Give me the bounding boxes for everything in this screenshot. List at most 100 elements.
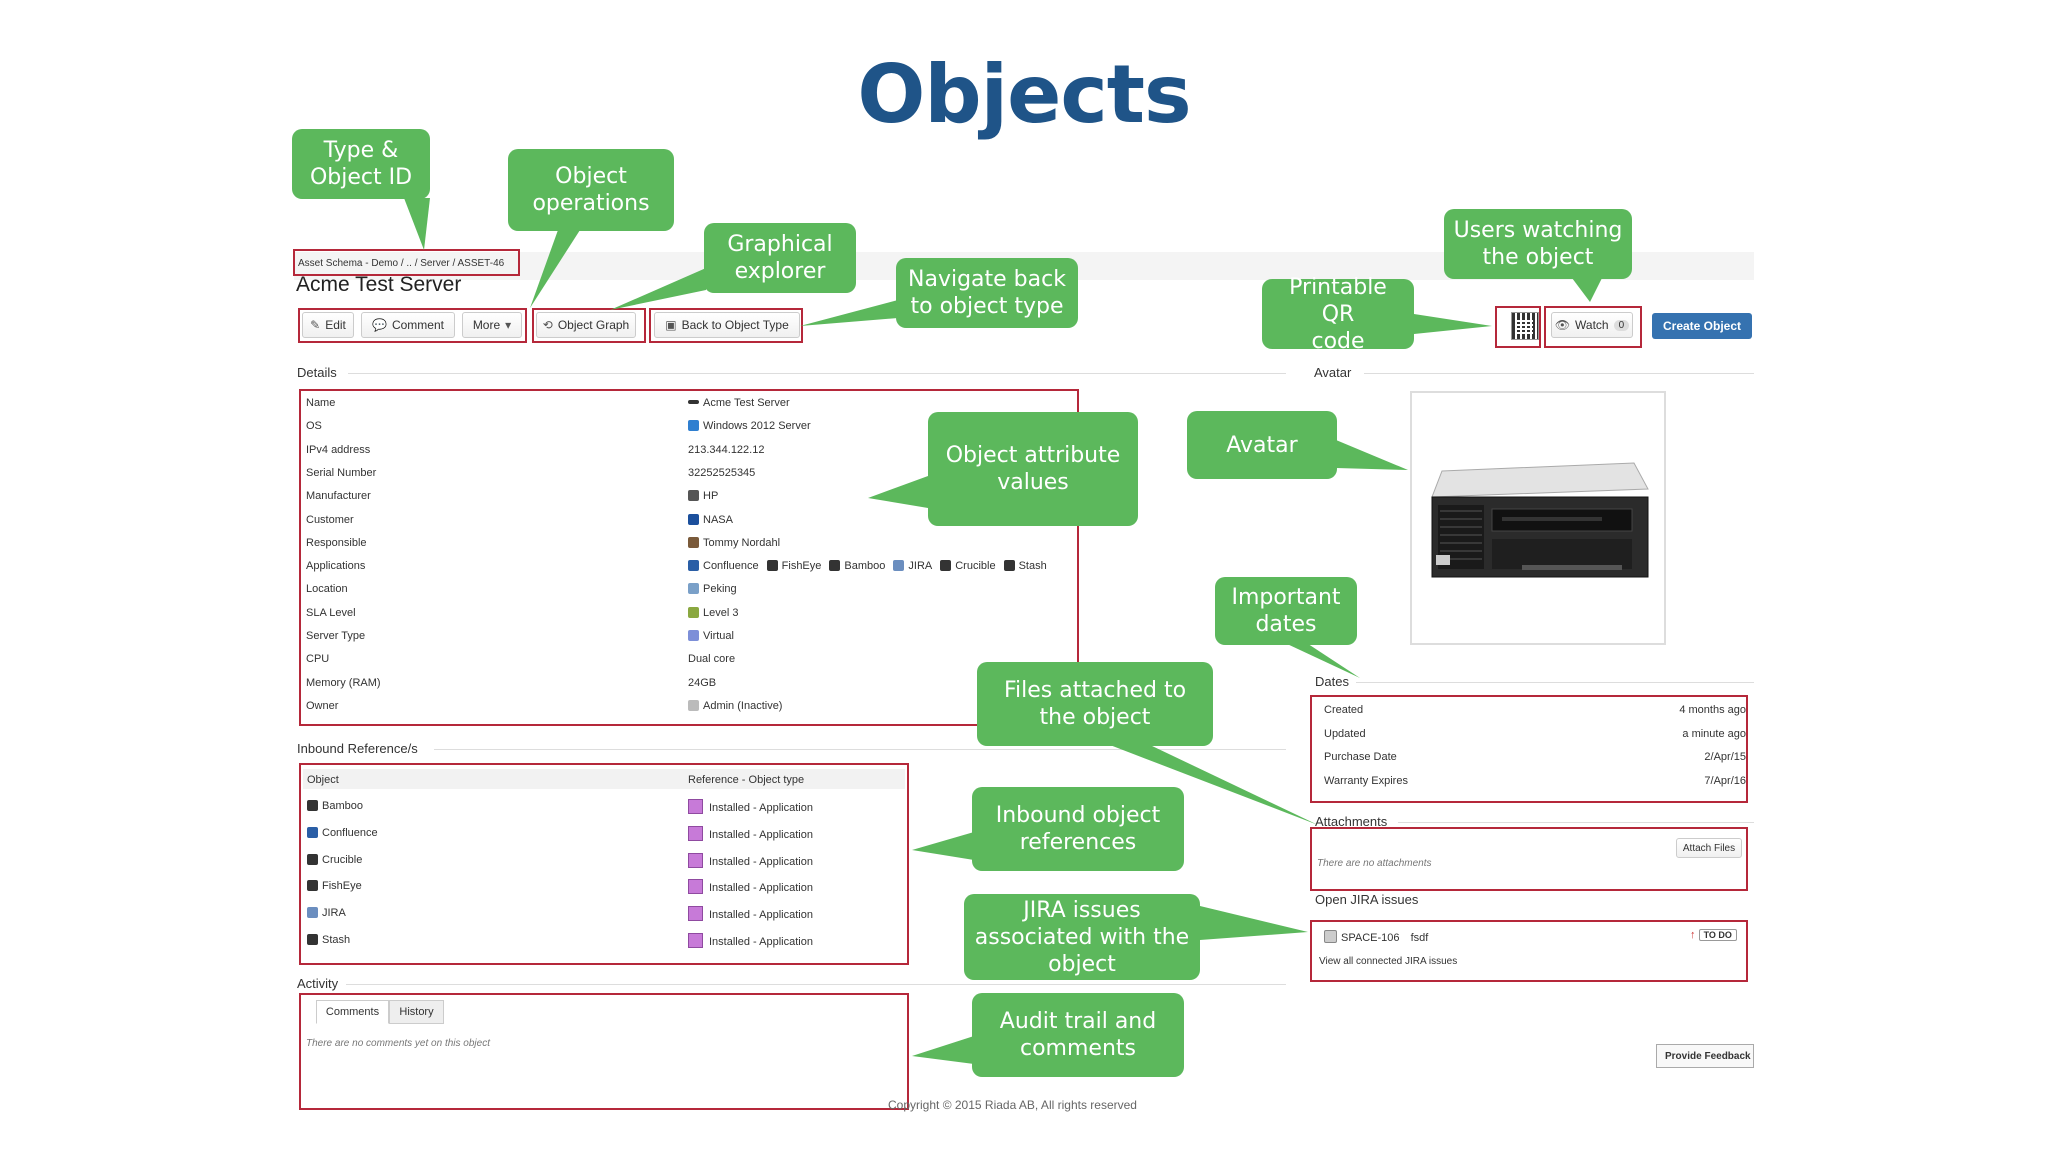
tail-audit [912,1036,974,1064]
tail-qr [1414,314,1492,334]
tail-avatar [1336,440,1408,470]
bamboo-icon [829,560,841,572]
comment-button[interactable]: 💬 Comment [361,312,455,338]
detail-label: Serial Number [306,466,377,479]
reference-type-icon [688,852,703,868]
qr-code-icon[interactable] [1511,312,1539,340]
detail-value[interactable]: Acme Test Server [688,397,790,409]
inbound-object-label: Stash [322,934,351,946]
tab-history[interactable]: History [389,1000,444,1024]
callout-graph: Graphical explorer [704,223,856,293]
fisheye-icon [766,560,778,572]
detail-value[interactable]: NASA [688,513,733,526]
comment-label: Comment [391,318,444,332]
reference-type-icon [688,799,703,814]
application-label: Crucible [955,560,996,573]
detail-value[interactable]: Level 3 [688,606,738,619]
detail-value-text: Tommy Nordahl [703,536,781,549]
provide-feedback-button[interactable]: Provide Feedback [1656,1044,1754,1068]
avatar-image [1410,391,1666,645]
breadcrumb[interactable]: Asset Schema - Demo / .. / Server / ASSE… [298,258,505,269]
jira-issue-type-icon [1324,930,1337,943]
edit-button[interactable]: ✎ Edit [302,312,354,338]
jira-issue-row[interactable]: SPACE-106 fsdf [1324,930,1428,944]
detail-label: Memory (RAM) [306,676,381,689]
application-link[interactable]: Crucible [940,560,996,573]
confluence-icon [307,826,318,838]
detail-value[interactable]: Windows 2012 Server [688,420,811,432]
tail-type-id [404,198,430,250]
detail-label: Server Type [306,630,366,642]
detail-value: Confluence FishEye Bamboo JIRA Crucible Stash [688,560,1055,572]
globe-icon [688,630,699,641]
application-label: FishEye [781,560,822,573]
more-button[interactable]: More ▾ [462,312,522,338]
detail-value-text: NASA [703,513,733,526]
callout-dates: Important dates [1215,577,1357,645]
callout-inbound: Inbound object references [972,787,1184,871]
application-link[interactable]: Stash [1003,560,1047,572]
object-graph-button[interactable]: ⟲ Object Graph [536,312,636,338]
detail-value-text: Dual core [688,653,736,666]
inbound-object[interactable]: JIRA [307,907,346,919]
detail-value-text: 32252525345 [688,466,756,479]
breadcrumb-highlight [293,249,520,276]
detail-value[interactable]: Peking [688,583,737,595]
back-to-object-type-button[interactable]: ▣ Back to Object Type [654,312,800,338]
dates-divider [1356,682,1754,683]
application-link[interactable]: JIRA [893,560,932,572]
tab-comments[interactable]: Comments [316,1000,389,1024]
detail-label: Customer [306,513,354,526]
callout-qr: Printable QR code [1262,275,1414,354]
application-link[interactable]: FishEye [766,560,822,573]
inbound-col-object: Object [307,774,339,786]
jira-icon [893,560,905,572]
stash-icon [307,934,318,945]
create-object-button[interactable]: Create Object [1652,313,1752,339]
avatar-heading: Avatar [1314,365,1352,380]
inbound-object[interactable]: Crucible [307,853,362,866]
graph-highlight [532,308,646,343]
date-value: a minute ago [1682,727,1746,740]
details-divider [348,373,1286,374]
inbound-reference-label: Installed - Application [709,909,813,922]
date-label: Purchase Date [1324,751,1397,763]
watch-button[interactable]: 👁 Watch 0 [1551,312,1633,338]
windows-icon [688,420,699,432]
application-label: Bamboo [844,560,886,573]
jira-view-all-link[interactable]: View all connected JIRA issues [1319,956,1458,967]
inbound-reference: Installed - Application [688,906,813,922]
detail-label: Owner [306,699,339,712]
activity-heading: Activity [297,976,339,991]
attach-files-label: Attach Files [1682,842,1736,854]
detail-value[interactable]: Virtual [688,630,734,642]
jira-issue-key[interactable]: SPACE-106 [1341,932,1400,944]
watch-highlight [1544,306,1642,348]
inbound-object[interactable]: Stash [307,934,350,946]
avatar-icon [688,699,699,711]
attach-files-button[interactable]: Attach Files [1676,838,1742,858]
crucible-icon [307,853,318,865]
jira-status-badge: TO DO [1698,929,1737,941]
inbound-reference-label: Installed - Application [709,802,813,814]
detail-value-text: Virtual [703,630,734,642]
inbound-object[interactable]: Bamboo [307,800,363,812]
tail-inbound [912,832,974,860]
activity-highlight [299,993,909,1110]
user-icon [688,536,699,548]
application-link[interactable]: Bamboo [829,560,885,572]
detail-value: Dual core [688,653,735,665]
detail-label: Manufacturer [306,490,371,503]
detail-label: IPv4 address [306,443,371,456]
application-link[interactable]: Confluence [688,560,759,572]
inbound-object[interactable]: Confluence [307,826,378,839]
back-label: Back to Object Type [681,318,789,332]
chevron-down-icon: ▾ [505,318,512,332]
inbound-reference: Installed - Application [688,799,813,814]
inbound-object[interactable]: FishEye [307,880,362,892]
detail-value[interactable]: Admin (Inactive) [688,699,782,712]
callout-files: Files attached to the object [977,662,1213,746]
detail-value[interactable]: Tommy Nordahl [688,536,781,549]
pencil-icon: ✎ [310,318,321,332]
detail-value[interactable]: HP [688,490,718,502]
